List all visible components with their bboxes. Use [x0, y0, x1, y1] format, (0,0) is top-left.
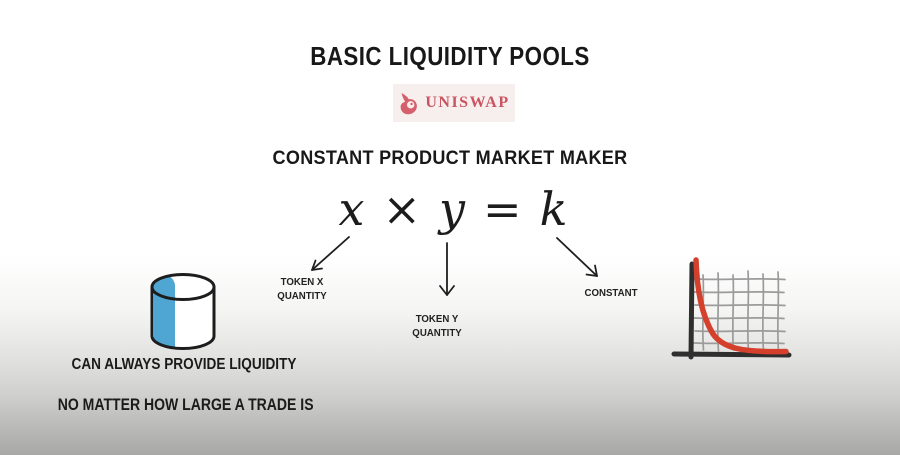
unicorn-icon — [398, 92, 419, 115]
caption-trade-size: NO MATTER HOW LARGE A TRADE IS — [57, 396, 314, 414]
formula-equals: = — [483, 182, 522, 236]
uniswap-wordmark: UNISWAP — [425, 94, 510, 111]
formula-y: y — [439, 182, 466, 236]
uniswap-badge: UNISWAP — [393, 84, 515, 122]
page-title: BASIC LIQUIDITY POOLS — [310, 41, 590, 71]
token-y-quantity-label: TOKEN Y QUANTITY — [412, 313, 462, 339]
formula-k: k — [539, 182, 568, 236]
formula-times: × — [382, 182, 422, 236]
arrow-to-token-x-icon — [311, 236, 350, 271]
token-x-quantity-label: TOKEN X QUANTITY — [277, 276, 327, 302]
arrow-to-token-y-icon — [439, 242, 455, 296]
hyperbola-curve-sketch — [671, 257, 792, 360]
arrow-to-constant-icon — [556, 237, 598, 277]
constant-product-formula: x × y = k — [0, 182, 900, 236]
cylinder-pool-icon — [150, 273, 216, 351]
caption-provide-liquidity: CAN ALWAYS PROVIDE LIQUIDITY — [71, 356, 297, 373]
subtitle: CONSTANT PRODUCT MARKET MAKER — [272, 148, 628, 169]
formula-x: x — [338, 182, 365, 236]
constant-label: CONSTANT — [584, 287, 638, 299]
